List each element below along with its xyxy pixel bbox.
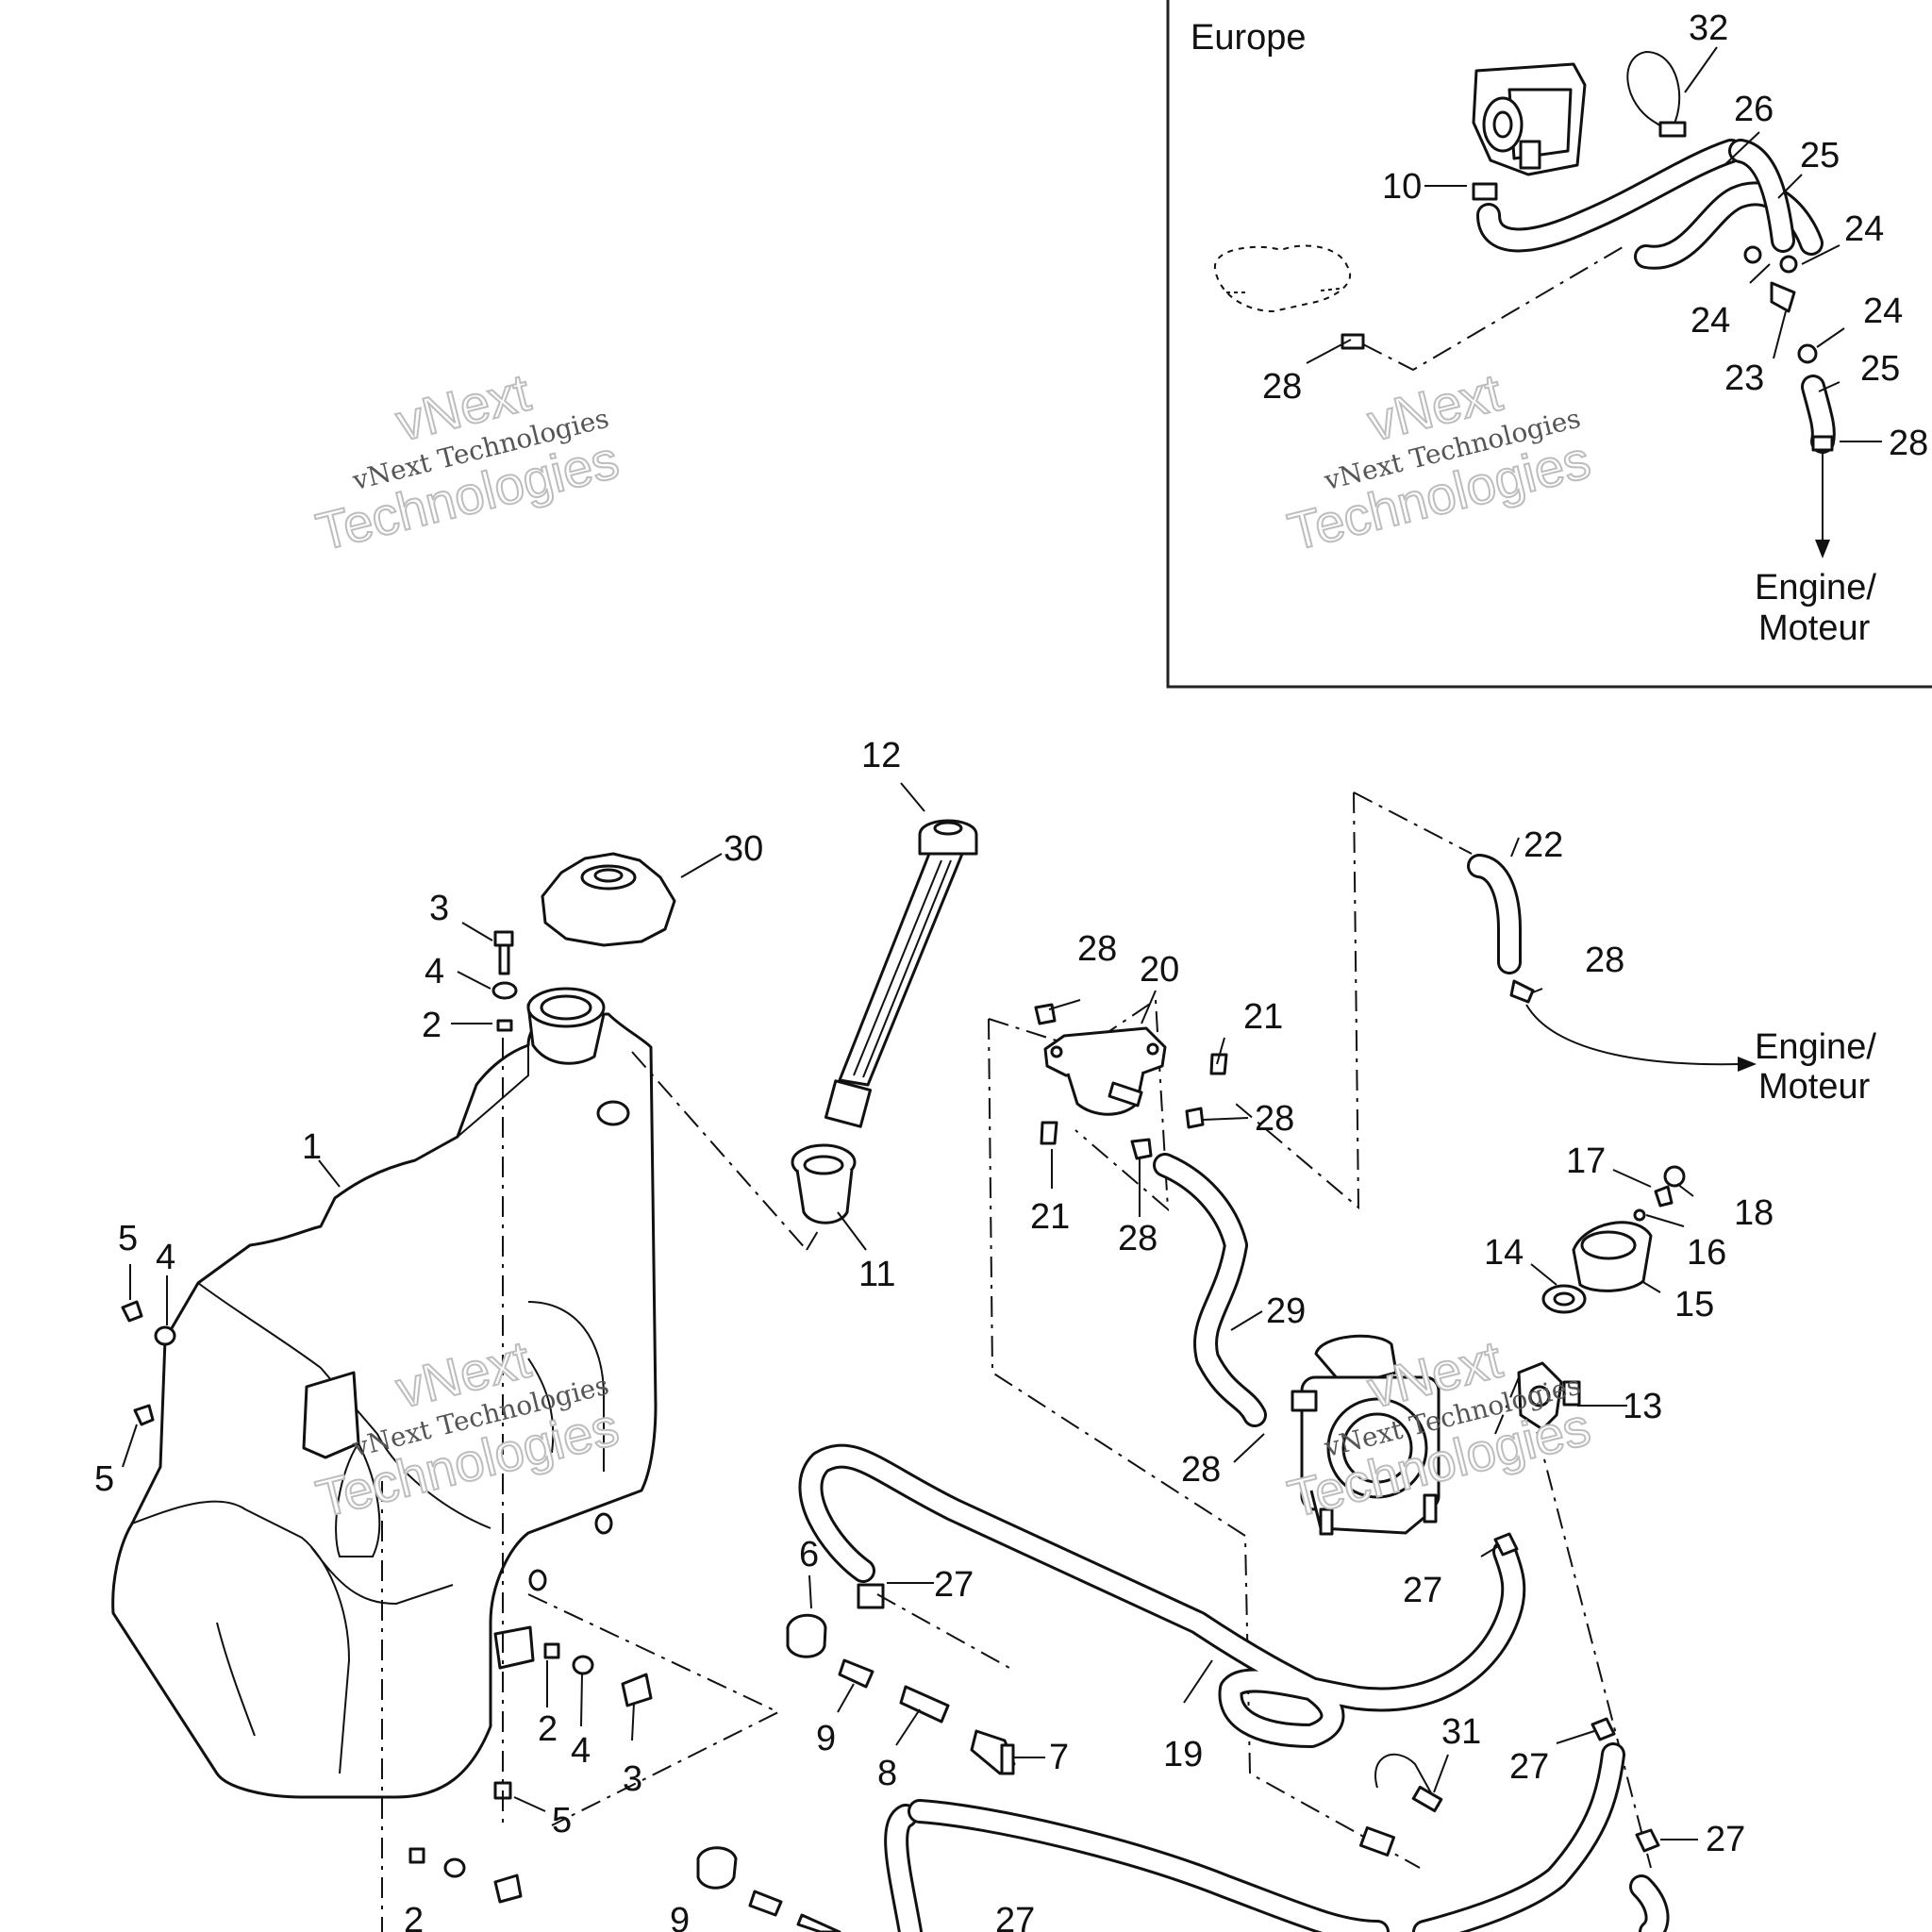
callout-22: 22 bbox=[1524, 825, 1563, 865]
callout-27: 27 bbox=[1509, 1747, 1549, 1787]
callout-4: 4 bbox=[425, 952, 444, 991]
callout-2: 2 bbox=[422, 1006, 441, 1045]
clamp-31 bbox=[1374, 1753, 1443, 1813]
callout-27: 27 bbox=[934, 1565, 974, 1605]
callout-21: 21 bbox=[1243, 997, 1283, 1037]
callout-9: 9 bbox=[816, 1719, 836, 1758]
callout-25: 25 bbox=[1860, 349, 1900, 389]
callout-24: 24 bbox=[1690, 301, 1730, 341]
callout-20: 20 bbox=[1140, 950, 1179, 990]
callout-29: 29 bbox=[1266, 1291, 1306, 1331]
oil-tank-cap bbox=[541, 852, 676, 947]
inset-tank-outline bbox=[1213, 244, 1351, 313]
callout-11: 11 bbox=[858, 1255, 895, 1294]
callout-15: 15 bbox=[1674, 1285, 1714, 1324]
clamps-27 bbox=[1493, 1532, 1660, 1853]
callout-12: 12 bbox=[861, 736, 901, 775]
callout-18: 18 bbox=[1734, 1193, 1774, 1233]
callout-10: 10 bbox=[1382, 167, 1422, 207]
inset-clamp-32 bbox=[1626, 50, 1687, 138]
callout-19: 19 bbox=[1163, 1735, 1203, 1774]
callout-27: 27 bbox=[1706, 1820, 1745, 1859]
hose-27-lower bbox=[884, 1742, 1670, 1932]
callout-30: 30 bbox=[724, 829, 763, 869]
callout-32: 32 bbox=[1689, 8, 1728, 48]
callout-28: 28 bbox=[1118, 1219, 1158, 1258]
inset-region-label: Europe bbox=[1191, 18, 1307, 58]
callout-16: 16 bbox=[1687, 1233, 1726, 1273]
cap-assembly bbox=[1541, 1165, 1686, 1314]
callouts: 32 26 25 10 24 24 24 23 25 28 28 12 30 3… bbox=[94, 8, 1928, 1932]
callout-3: 3 bbox=[429, 889, 449, 928]
callout-14: 14 bbox=[1484, 1233, 1524, 1273]
callout-28: 28 bbox=[1262, 367, 1302, 407]
callout-26: 26 bbox=[1734, 90, 1774, 129]
throttle-body bbox=[1291, 1334, 1441, 1536]
callout-5: 5 bbox=[94, 1459, 114, 1499]
hose-19 bbox=[798, 1443, 1526, 1748]
callout-28: 28 bbox=[1077, 929, 1117, 969]
inset-engine-label-2: Moteur bbox=[1758, 608, 1871, 648]
filter-housing bbox=[1034, 1003, 1228, 1160]
callout-28: 28 bbox=[1889, 424, 1928, 463]
callout-7: 7 bbox=[1049, 1738, 1069, 1777]
leader-lines bbox=[122, 46, 1882, 1840]
callout-8: 8 bbox=[877, 1754, 897, 1793]
hose-29 bbox=[1153, 1153, 1267, 1427]
callout-2: 2 bbox=[404, 1901, 424, 1932]
callout-2: 2 bbox=[538, 1709, 558, 1749]
callout-5: 5 bbox=[552, 1801, 572, 1840]
shutoff-valve bbox=[1517, 1361, 1581, 1431]
inset-frame bbox=[1166, 0, 1932, 689]
callout-4: 4 bbox=[156, 1238, 175, 1277]
callout-13: 13 bbox=[1623, 1387, 1662, 1426]
callout-24: 24 bbox=[1863, 291, 1903, 331]
inset-fittings bbox=[1341, 182, 1834, 452]
callout-31: 31 bbox=[1441, 1712, 1481, 1752]
engine-label-1: Engine/ bbox=[1755, 1027, 1876, 1067]
hose-22 bbox=[1467, 854, 1757, 1072]
hardware bbox=[121, 930, 1016, 1932]
callout-3: 3 bbox=[623, 1759, 642, 1799]
callout-28: 28 bbox=[1255, 1099, 1294, 1139]
callout-21: 21 bbox=[1030, 1197, 1070, 1237]
inset-engine-label-1: Engine/ bbox=[1755, 568, 1876, 608]
oil-tank bbox=[111, 987, 658, 1799]
engine-label-2: Moteur bbox=[1758, 1067, 1871, 1107]
dipstick bbox=[824, 819, 978, 1128]
callout-23: 23 bbox=[1724, 358, 1764, 398]
callout-17: 17 bbox=[1566, 1141, 1606, 1181]
callout-24: 24 bbox=[1844, 209, 1884, 249]
inset-hoses bbox=[1476, 139, 1836, 454]
callout-1: 1 bbox=[302, 1127, 322, 1167]
callout-27: 27 bbox=[1403, 1571, 1442, 1610]
callout-27: 27 bbox=[995, 1901, 1035, 1932]
callout-9: 9 bbox=[670, 1901, 690, 1932]
callout-4: 4 bbox=[571, 1731, 591, 1771]
europe-inset: Europe bbox=[1166, 0, 1932, 689]
callout-28: 28 bbox=[1181, 1450, 1221, 1490]
inset-fuel-pump bbox=[1472, 62, 1587, 176]
callout-25: 25 bbox=[1800, 136, 1840, 175]
callout-6: 6 bbox=[799, 1535, 819, 1574]
callout-5: 5 bbox=[118, 1219, 138, 1258]
callout-28: 28 bbox=[1585, 941, 1624, 980]
inset-routing-line bbox=[1362, 246, 1624, 372]
dipstick-grommet bbox=[791, 1143, 857, 1224]
